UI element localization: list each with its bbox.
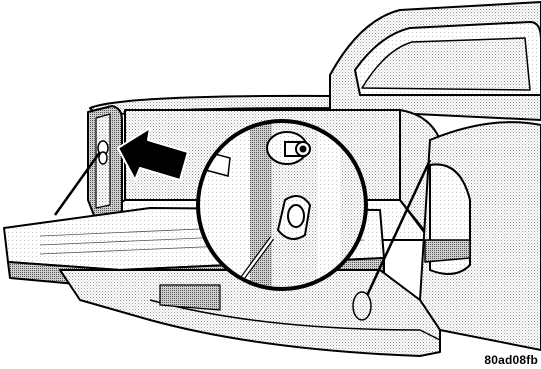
truck-cab (330, 2, 541, 120)
right-fender (420, 122, 541, 350)
figure-code: 80ad08fb (484, 353, 538, 367)
